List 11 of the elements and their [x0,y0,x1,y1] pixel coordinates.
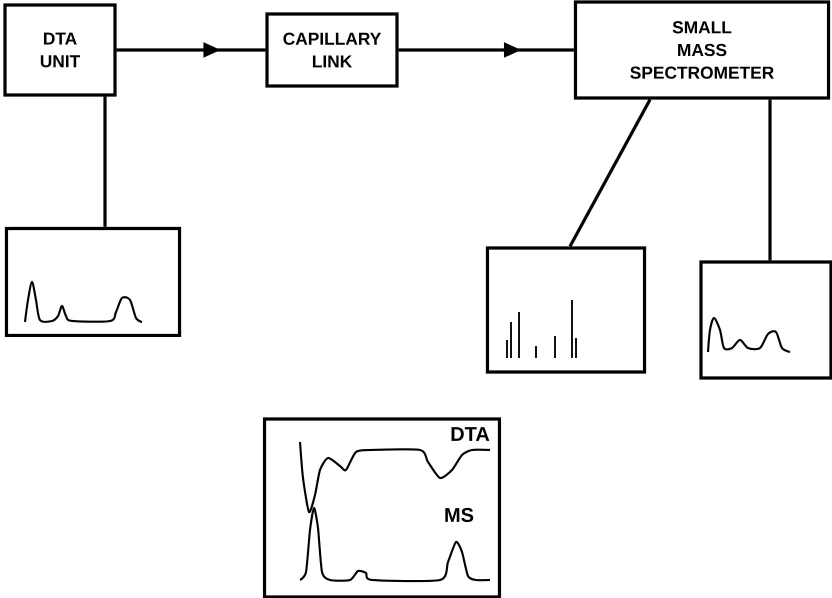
trace-screen-drawing [699,260,832,380]
trace-screen-drawing [486,246,646,374]
connector-line [768,100,772,260]
unit-box: DTA UNIT [3,3,117,97]
trace-label: MS [445,508,474,522]
trace-label: DTA [452,427,490,441]
unit-box: SMALL MASS SPECTROMETER [574,0,830,100]
unit-box: CAPILLARY LINK [265,12,399,88]
connector-line [568,98,652,248]
trace-screen-drawing [4,226,182,338]
connector-line [103,96,107,227]
